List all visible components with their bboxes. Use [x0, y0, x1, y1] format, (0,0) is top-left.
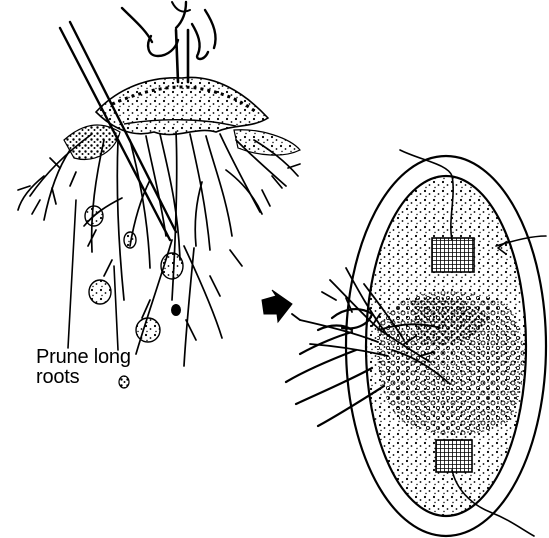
arrow-icon: [262, 290, 292, 322]
basket-icon: [346, 156, 546, 536]
prune-label-line2: roots: [36, 367, 131, 387]
prune-long-roots-label: Prune long roots: [36, 347, 131, 387]
hand-icon: [122, 2, 216, 59]
prune-label-line1: Prune long: [36, 347, 131, 367]
plant-stem: [176, 30, 188, 82]
mesh-patch-icon: [436, 440, 472, 472]
mesh-patch-icon: [432, 238, 474, 272]
